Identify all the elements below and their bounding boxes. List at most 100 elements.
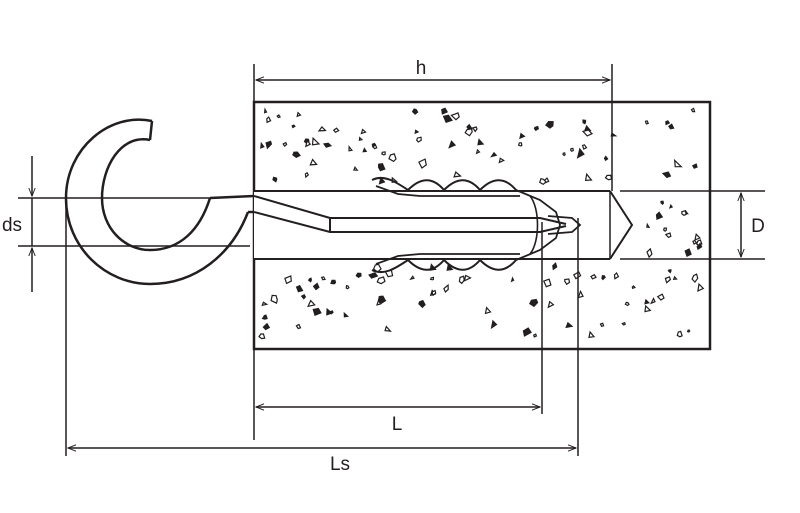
- concrete-speck: [353, 165, 359, 171]
- concrete-speck: [613, 272, 620, 280]
- concrete-speck: [270, 294, 278, 304]
- concrete-speck: [441, 107, 448, 115]
- concrete-speck: [322, 142, 333, 148]
- concrete-aggregate: [258, 107, 705, 340]
- concrete-speck: [381, 151, 386, 156]
- concrete-speck: [588, 330, 596, 339]
- concrete-speck: [311, 136, 321, 146]
- concrete-speck: [458, 275, 465, 285]
- concrete-speck: [258, 333, 266, 340]
- concrete-speck: [307, 299, 316, 308]
- concrete-speck: [265, 140, 273, 150]
- label-h: h: [416, 58, 427, 79]
- concrete-speck: [490, 319, 498, 330]
- concrete-speck: [453, 170, 462, 178]
- concrete-speck: [307, 277, 313, 283]
- concrete-speck: [448, 140, 457, 149]
- concrete-speck: [376, 276, 386, 285]
- concrete-speck: [577, 289, 584, 299]
- concrete-speck: [631, 285, 636, 290]
- concrete-speck: [646, 222, 651, 229]
- concrete-speck: [332, 127, 340, 134]
- concrete-speck: [484, 306, 492, 315]
- concrete-speck: [272, 176, 278, 183]
- concrete-speck: [684, 248, 692, 258]
- concrete-speck: [498, 157, 505, 164]
- concrete-speck: [686, 329, 691, 333]
- concrete-speck: [552, 262, 558, 271]
- concrete-speck: [411, 108, 419, 115]
- concrete-speck: [304, 171, 310, 179]
- concrete-speck: [304, 139, 312, 148]
- concrete-speck: [655, 211, 664, 220]
- concrete-speck: [442, 114, 453, 123]
- concrete-speck: [418, 299, 426, 309]
- concrete-speck: [490, 151, 498, 158]
- drilled-hole: [254, 190, 634, 260]
- concrete-speck: [692, 239, 698, 245]
- concrete-speck: [463, 274, 472, 282]
- concrete-speck: [665, 120, 671, 126]
- concrete-speck: [295, 284, 304, 293]
- concrete-speck: [414, 129, 420, 135]
- concrete-speck: [576, 147, 585, 159]
- concrete-speck: [691, 273, 699, 284]
- concrete-speck: [343, 311, 350, 318]
- concrete-speck: [384, 325, 392, 332]
- concrete-speck: [663, 227, 668, 232]
- concrete-speck: [320, 276, 326, 281]
- concrete-speck: [475, 148, 481, 155]
- concrete-speck: [360, 128, 367, 135]
- concrete-speck: [562, 152, 566, 157]
- label-ds: ds: [2, 215, 22, 236]
- concrete-speck: [664, 232, 672, 239]
- concrete-speck: [296, 111, 302, 118]
- concrete-speck: [377, 163, 386, 172]
- concrete-speck: [664, 276, 672, 284]
- concrete-speck: [450, 112, 460, 121]
- dimension-D: D: [620, 190, 765, 260]
- concrete-speck: [517, 142, 523, 147]
- concrete-speck: [694, 232, 701, 241]
- concrete-speck: [312, 307, 322, 317]
- concrete-speck: [348, 145, 354, 152]
- concrete-speck: [409, 275, 415, 281]
- concrete-speck: [644, 298, 650, 305]
- concrete-speck: [522, 327, 532, 337]
- concrete-speck: [510, 276, 515, 283]
- concrete-speck: [672, 275, 678, 281]
- concrete-speck: [416, 136, 422, 143]
- concrete-speck: [565, 321, 574, 329]
- concrete-speck: [673, 158, 683, 168]
- concrete-speck: [660, 200, 665, 205]
- concrete-speck: [569, 147, 574, 153]
- concrete-speck: [649, 297, 656, 305]
- concrete-speck: [368, 272, 379, 279]
- concrete-speck: [388, 153, 397, 163]
- concrete-speck: [292, 151, 301, 158]
- concrete-speck: [284, 275, 292, 285]
- concrete-speck: [464, 128, 473, 137]
- concrete-speck: [317, 125, 327, 132]
- concrete-speck: [329, 310, 334, 315]
- concrete-speck: [690, 107, 696, 113]
- concrete-speck: [371, 142, 377, 148]
- hook-screw: [64, 118, 582, 286]
- concrete-speck: [545, 120, 554, 129]
- concrete-speck: [260, 141, 265, 149]
- concrete-speck: [661, 171, 672, 179]
- concrete-speck: [681, 209, 687, 216]
- concrete-speck: [584, 172, 593, 182]
- concrete-speck: [282, 141, 288, 147]
- concrete-speck: [358, 136, 364, 141]
- dimension-h: h: [253, 58, 613, 191]
- concrete-speck: [581, 129, 594, 137]
- concrete-speck: [418, 158, 427, 169]
- label-D: D: [751, 216, 765, 237]
- concrete-speck: [676, 330, 683, 338]
- concrete-speck: [377, 295, 386, 305]
- concrete-speck: [446, 263, 454, 271]
- concrete-speck: [644, 120, 650, 125]
- concrete-speck: [519, 132, 526, 140]
